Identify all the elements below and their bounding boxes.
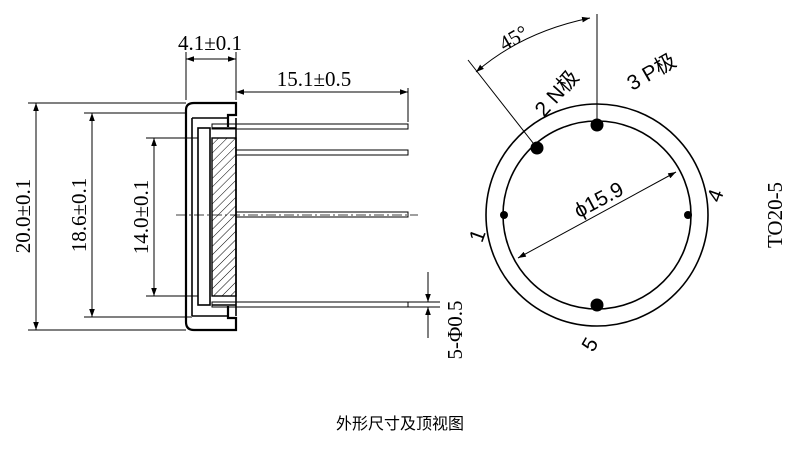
dim-window-diameter: 14.0±0.1: [129, 137, 198, 297]
dim-body-depth: 4.1±0.1: [178, 31, 242, 100]
top-view: ϕ15.9 45° 2 N极 3 P极 1 4 5: [465, 14, 729, 356]
pin-leads: [211, 123, 409, 308]
pin-3-label: 3 P极: [623, 49, 680, 95]
dim-outer-diameter: 20.0±0.1: [11, 102, 186, 331]
pin-4-dot: [684, 211, 692, 219]
pin-circle-diameter-label: ϕ15.9: [570, 178, 627, 223]
hatched-base: [211, 137, 237, 297]
side-view: 4.1±0.1 15.1±0.5 20.0±0.1 18.6±0.1: [11, 31, 467, 360]
dim-pin-diameter-label: 5-Φ0.5: [443, 300, 467, 359]
pin-2-label: 2 N极: [531, 66, 584, 121]
dim-pin-length-label: 15.1±0.5: [277, 67, 352, 91]
dim-body-diameter: 18.6±0.1: [67, 112, 192, 318]
pin-circle-diameter-line: [517, 171, 677, 259]
package-label: TO20-5: [763, 182, 787, 248]
dim-pin-diameter: 5-Φ0.5: [408, 272, 467, 360]
dim-body-diameter-label: 18.6±0.1: [67, 178, 91, 253]
dim-outer-diameter-label: 20.0±0.1: [11, 179, 35, 254]
pin-5-label: 5: [577, 334, 603, 356]
dim-window-diameter-label: 14.0±0.1: [129, 180, 153, 255]
pin-5-dot: [590, 298, 604, 312]
dim-pin-length: 15.1±0.5: [236, 67, 409, 122]
figure-caption: 外形尺寸及顶视图: [336, 414, 464, 433]
dim-body-depth-label: 4.1±0.1: [178, 31, 242, 55]
angle-label: 45°: [495, 20, 532, 55]
pin-1-dot: [500, 211, 508, 219]
